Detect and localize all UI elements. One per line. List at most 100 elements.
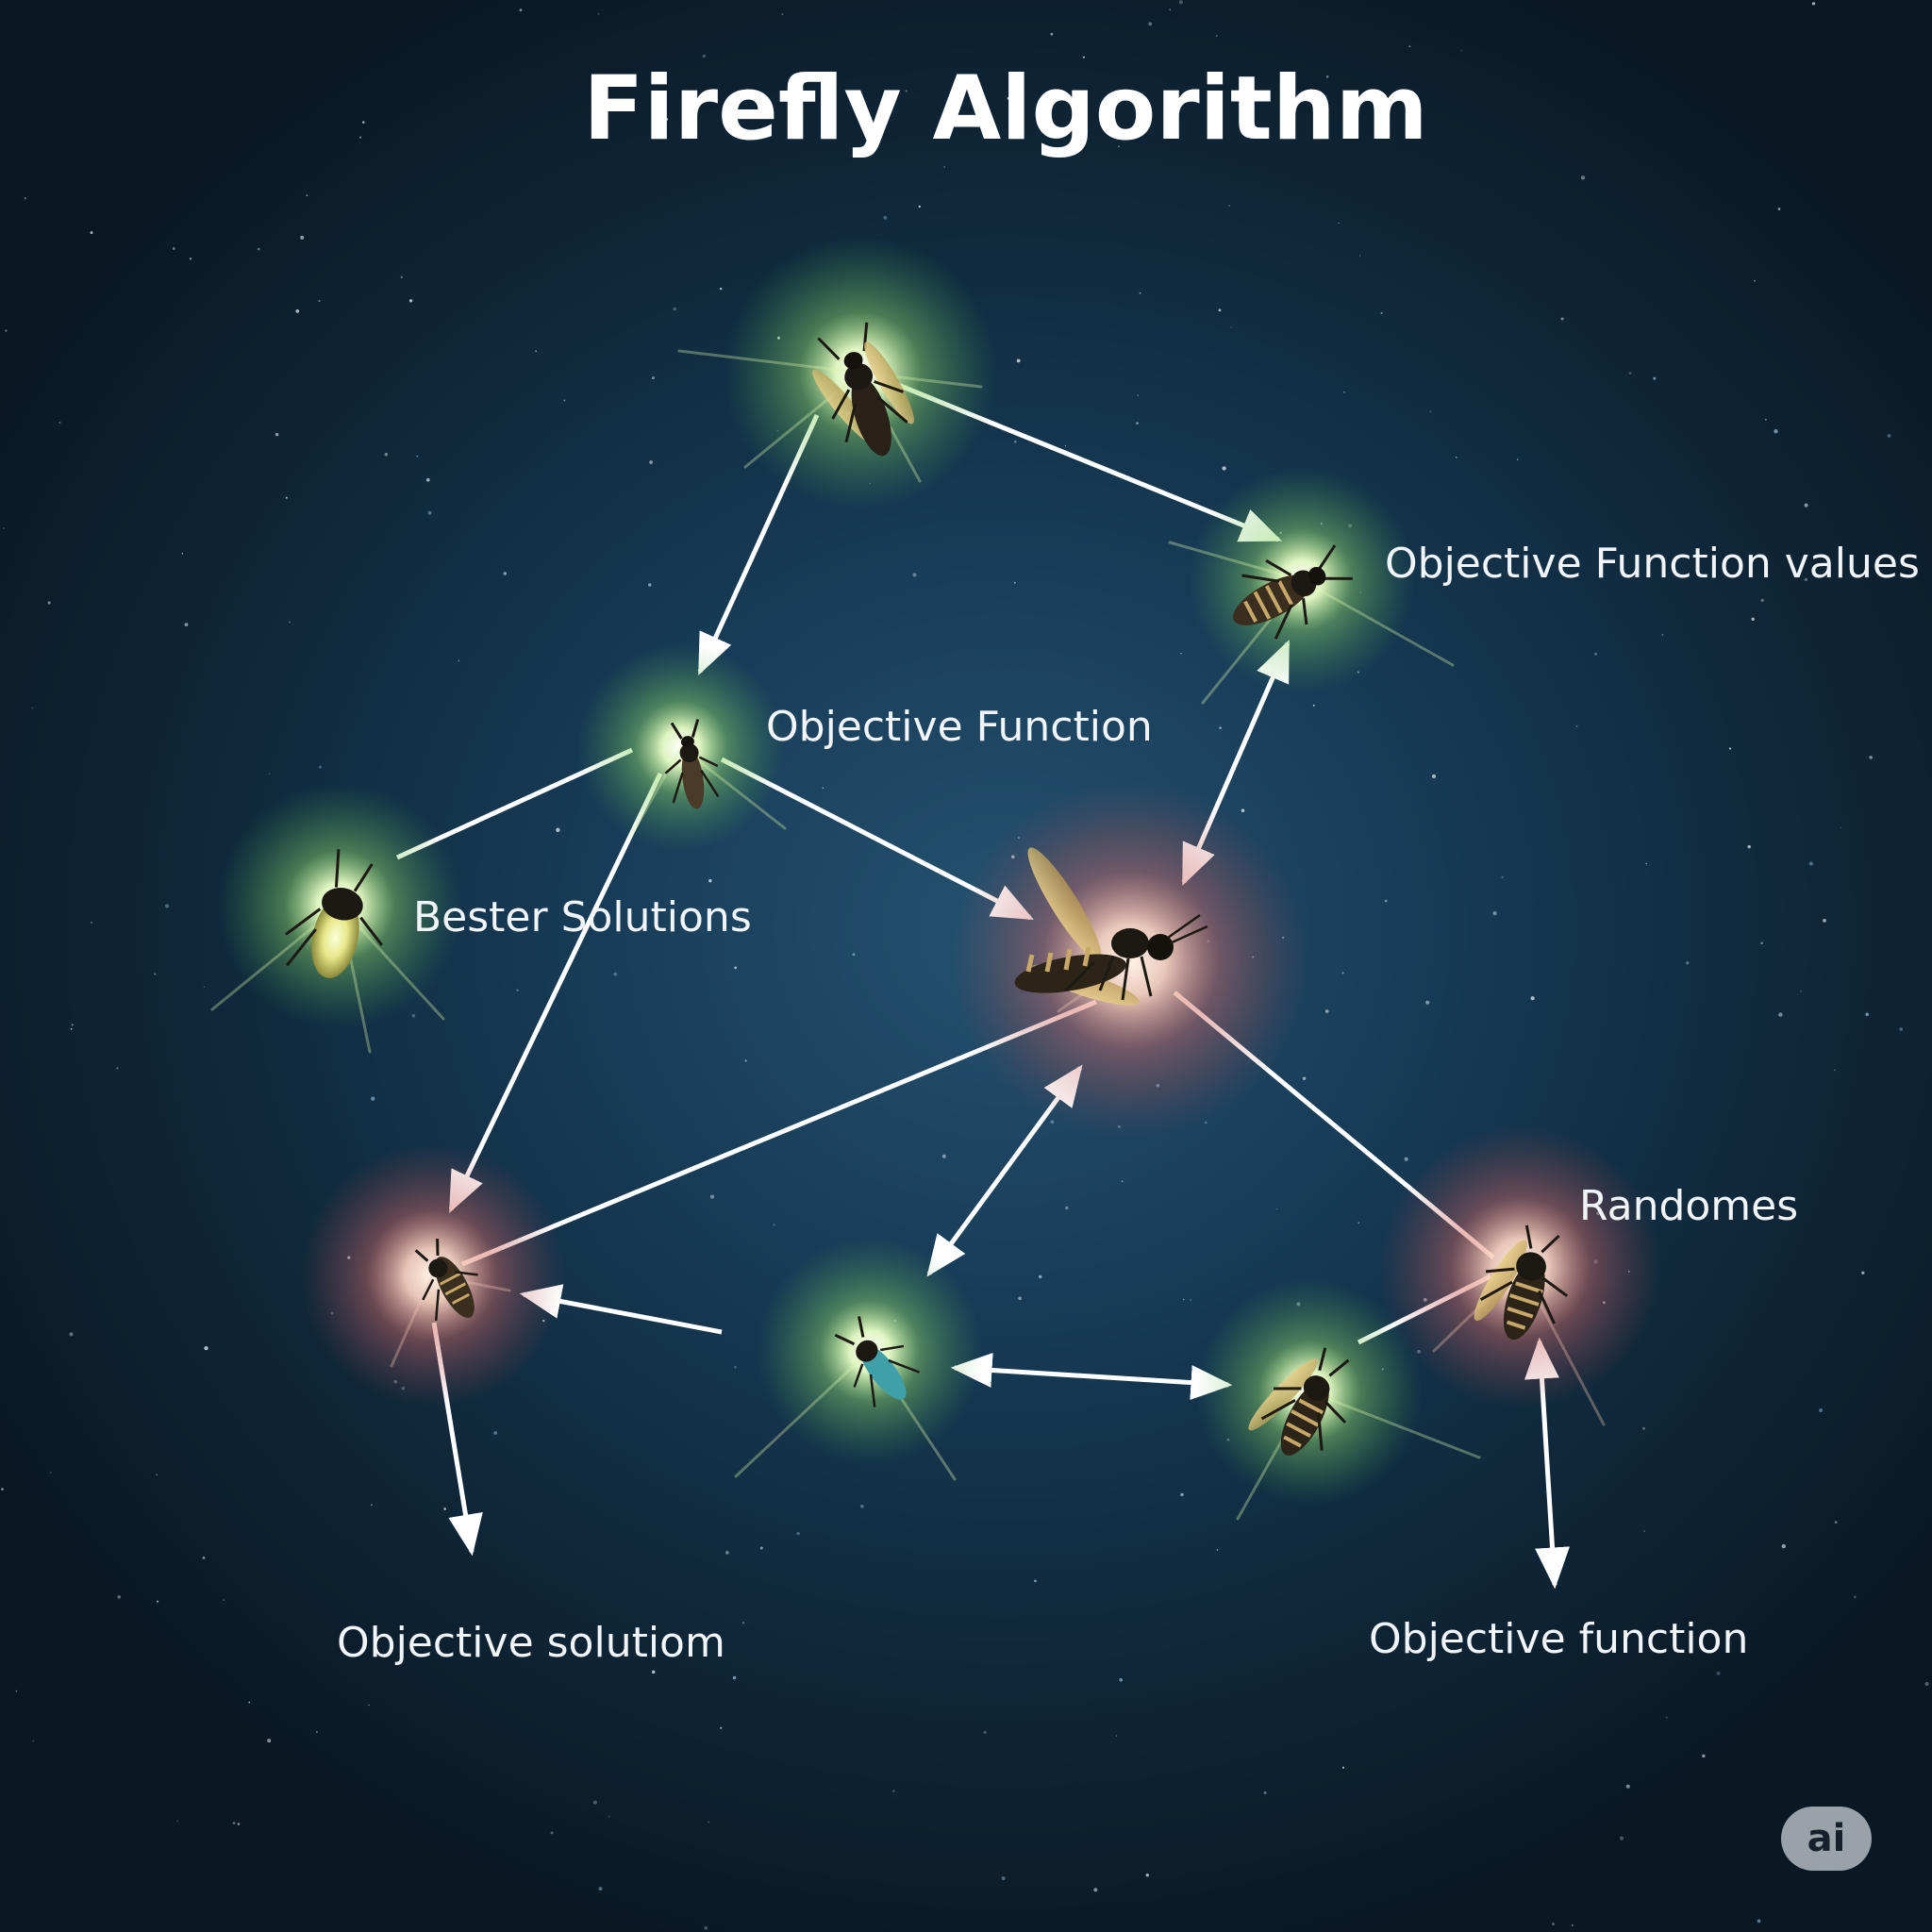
star xyxy=(1686,961,1690,965)
star xyxy=(1492,911,1497,916)
star xyxy=(708,1821,709,1824)
star xyxy=(738,925,741,928)
star xyxy=(267,1739,272,1743)
star xyxy=(1183,1298,1185,1301)
star xyxy=(1580,175,1586,180)
star xyxy=(3,527,6,529)
star xyxy=(1302,1076,1307,1081)
star xyxy=(1811,2,1816,6)
star xyxy=(796,1532,800,1536)
star xyxy=(58,421,61,425)
star xyxy=(318,765,322,769)
firefly-top-icon xyxy=(812,322,914,457)
star xyxy=(1180,652,1182,655)
star xyxy=(69,1332,74,1337)
star xyxy=(1118,145,1120,148)
star xyxy=(1178,0,1184,5)
star xyxy=(70,1027,73,1030)
star xyxy=(358,136,362,139)
star xyxy=(647,583,652,587)
star xyxy=(1460,49,1462,52)
label-objective-function: Objective Function xyxy=(766,703,1153,751)
star xyxy=(1136,422,1139,425)
star xyxy=(732,1675,737,1680)
star xyxy=(720,1726,723,1729)
star xyxy=(318,299,321,303)
star xyxy=(1455,456,1457,458)
star xyxy=(1777,208,1781,210)
star xyxy=(1219,726,1222,729)
star xyxy=(1747,844,1751,849)
star xyxy=(1119,1677,1124,1682)
star xyxy=(203,986,206,989)
star xyxy=(164,904,170,908)
star xyxy=(1751,617,1755,621)
star xyxy=(1642,1530,1645,1532)
star xyxy=(1341,1766,1345,1769)
star xyxy=(1425,1000,1430,1005)
star xyxy=(1145,1874,1149,1877)
star xyxy=(1642,1426,1646,1430)
star xyxy=(1380,311,1383,314)
star xyxy=(50,1472,52,1474)
star xyxy=(1064,444,1067,447)
star xyxy=(1702,1754,1706,1758)
star xyxy=(408,299,413,303)
star xyxy=(1575,724,1578,727)
firefly-randomes-icon xyxy=(1474,1224,1569,1341)
star xyxy=(535,350,538,353)
star xyxy=(941,1154,946,1158)
star xyxy=(503,572,507,575)
arrow-objective-function-to-left-bottom xyxy=(448,772,663,1213)
star xyxy=(1869,756,1873,759)
star xyxy=(1325,75,1329,78)
page-title: Firefly Algorithm xyxy=(583,58,1427,160)
star xyxy=(1408,45,1411,48)
star xyxy=(1312,704,1315,707)
star xyxy=(1808,861,1813,866)
firefly-objective-function-icon xyxy=(664,719,720,809)
label-objective-function-values: Objective Function values xyxy=(1385,540,1920,588)
star xyxy=(15,1690,18,1692)
star xyxy=(1169,8,1172,11)
star xyxy=(516,989,519,991)
star xyxy=(1571,1924,1574,1926)
star xyxy=(1404,1157,1408,1161)
star xyxy=(1139,291,1141,294)
star xyxy=(592,1800,597,1805)
star xyxy=(1834,1521,1838,1524)
star xyxy=(1757,1919,1761,1924)
label-bester-solutions: Bester Solutions xyxy=(413,893,752,941)
star xyxy=(1899,1027,1903,1031)
star xyxy=(1013,581,1016,584)
star xyxy=(493,1431,498,1435)
firefly-center-icon xyxy=(1014,847,1208,1006)
star xyxy=(384,452,389,457)
star xyxy=(1754,279,1756,282)
star xyxy=(1082,56,1085,58)
star xyxy=(1431,774,1437,779)
star xyxy=(32,1740,35,1742)
star xyxy=(863,130,867,134)
glow-objective-function xyxy=(577,643,785,851)
star xyxy=(1358,255,1361,257)
firefly-bottom-right-icon xyxy=(1248,1347,1350,1456)
star xyxy=(443,1507,446,1510)
firefly-objective-function-values-icon xyxy=(1233,544,1353,640)
star xyxy=(1115,1735,1118,1737)
star xyxy=(1653,376,1657,380)
star xyxy=(202,1556,206,1559)
star xyxy=(91,921,93,924)
star xyxy=(275,432,279,437)
star xyxy=(556,827,560,832)
star xyxy=(1661,634,1663,636)
star xyxy=(983,1730,987,1735)
star xyxy=(189,258,192,260)
star xyxy=(1324,1009,1329,1013)
star xyxy=(368,1704,370,1707)
star xyxy=(232,1822,236,1824)
star xyxy=(1228,205,1230,207)
star xyxy=(1861,1271,1865,1274)
star xyxy=(1324,98,1325,101)
